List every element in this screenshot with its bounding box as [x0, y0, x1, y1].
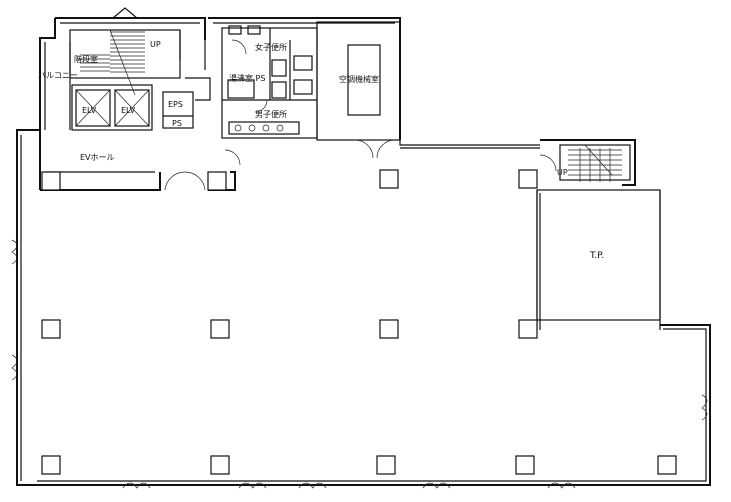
stair-east: [539, 139, 636, 186]
structural-columns: [41, 169, 677, 475]
office-perimeter: [11, 129, 711, 489]
elevator-shaft-2: [114, 89, 150, 127]
hot-water-ps-label: 湯沸室 PS: [229, 73, 265, 83]
tp-void: [536, 189, 661, 330]
stair-north-label: 階段室: [74, 54, 98, 64]
elevator-1-label: ELV: [82, 106, 97, 115]
mens-restroom-label: 男子便所: [255, 109, 287, 119]
ev-hall-label: EVホール: [80, 153, 115, 162]
ac-machine-room-label: 空調機械室: [339, 74, 379, 84]
up-north-label: UP: [150, 40, 161, 49]
up-east-label: UP: [557, 168, 568, 177]
tp-label: T.P.: [589, 251, 604, 261]
ps-label: PS: [172, 119, 182, 128]
core-block: [39, 7, 540, 191]
stair-north: [80, 7, 145, 96]
elevator-2-label: ELV: [121, 106, 136, 115]
eps-label: EPS: [168, 100, 183, 109]
womens-restroom-label: 女子便所: [255, 42, 287, 52]
balcony-label: バルコニー: [38, 71, 78, 80]
elevator-shaft-1: [75, 89, 111, 127]
